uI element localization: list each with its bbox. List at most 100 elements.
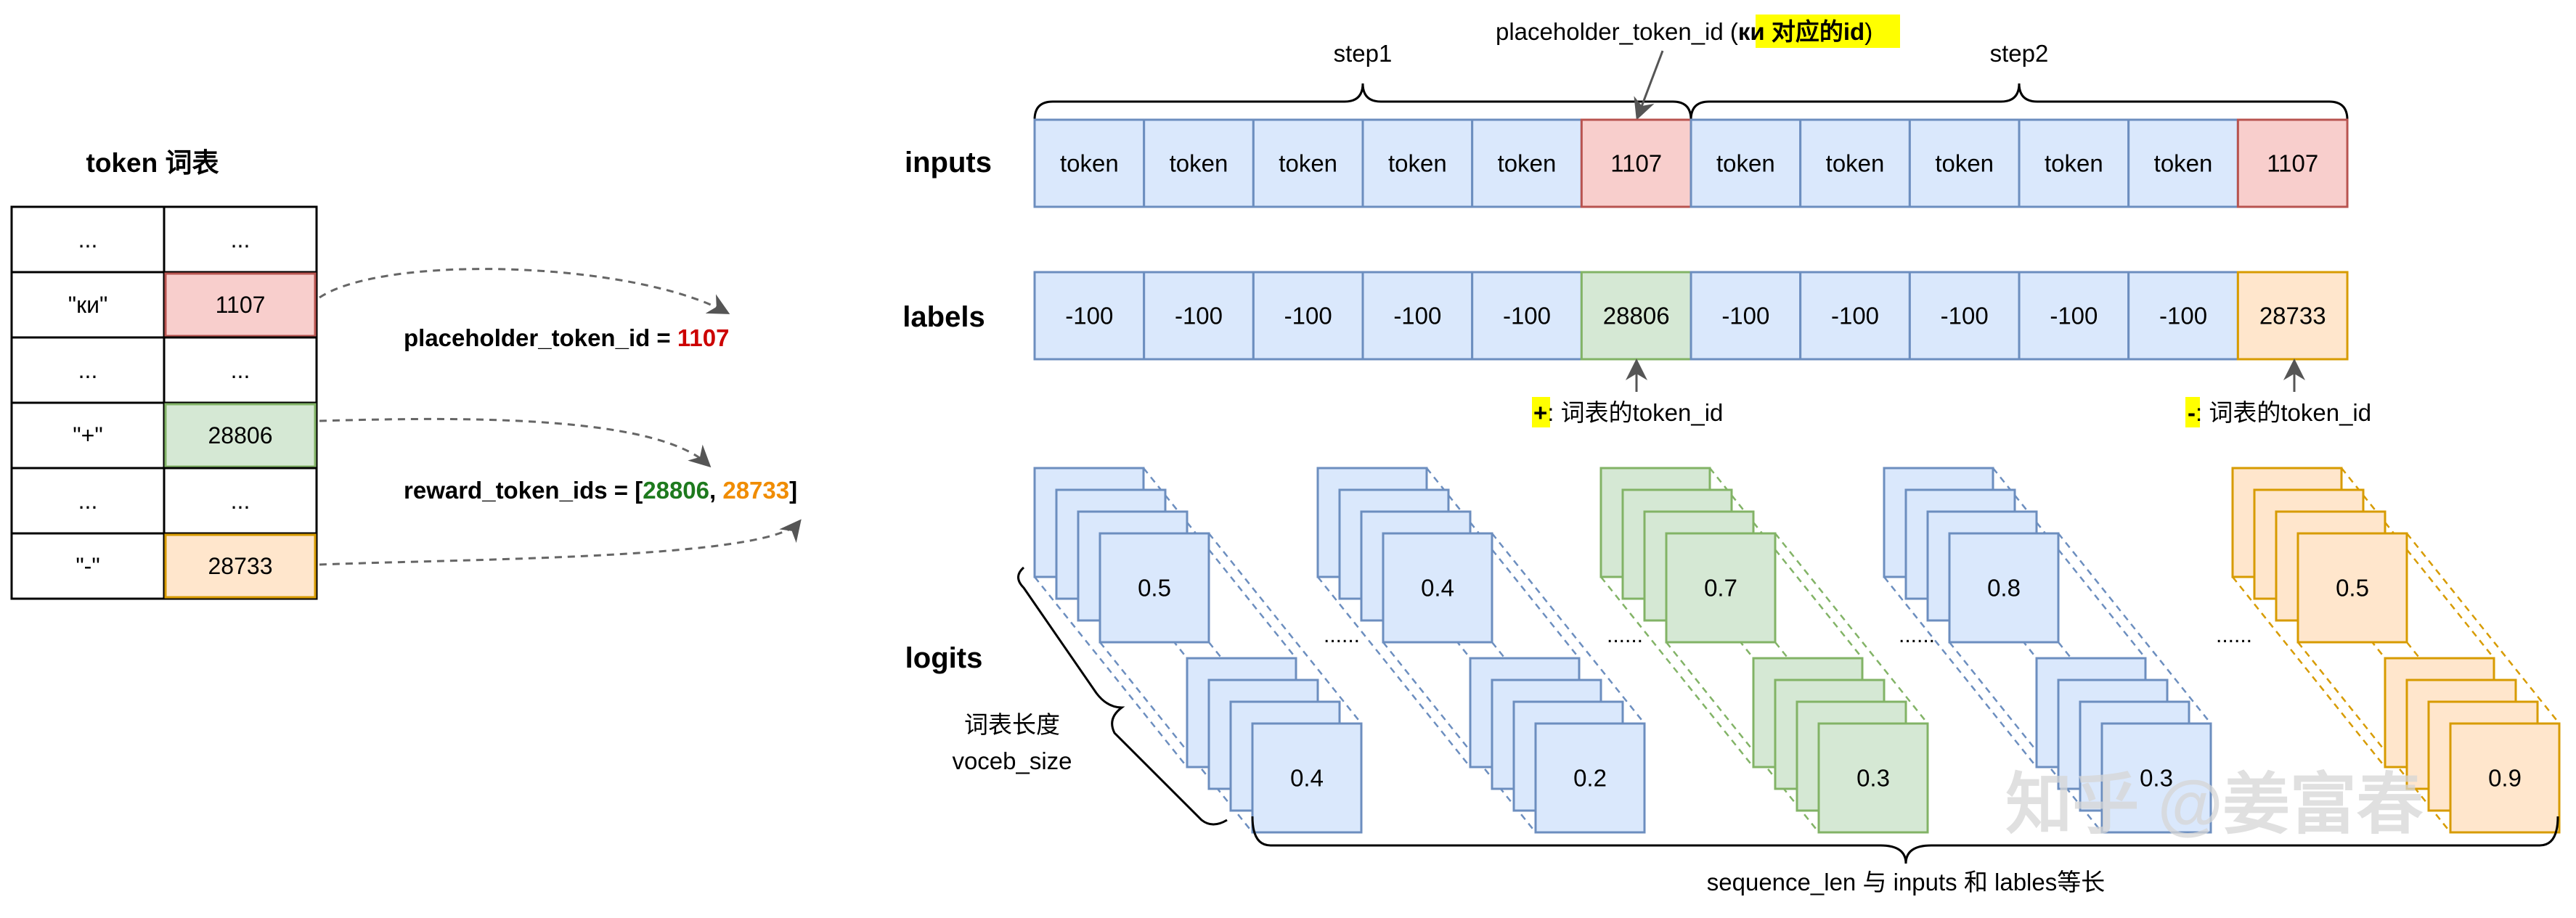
arrow-to-reward-plus [319, 417, 712, 468]
logits-connector-line [2297, 642, 2451, 833]
minus-note-text: : 词表的token_id [2196, 399, 2371, 426]
inputs-cell [1690, 118, 1802, 208]
vocab-size-brace [1017, 566, 1228, 826]
inputs-cell [1033, 118, 1146, 208]
logits-square [1665, 532, 1777, 644]
vocab-id-cell-border [164, 533, 317, 599]
reward-name: reward_token_ids [404, 477, 608, 504]
row-label-labels: labels [902, 301, 985, 333]
labels-cell [2018, 271, 2130, 361]
logits-connector-line [1774, 533, 1928, 724]
logits-stacks: 0.50.40.40.20.70.30.80.30.50.9 [1033, 467, 2561, 834]
logits-connector-line [1099, 642, 1253, 833]
vocab-table: ......"ки"1107......"+"28806......"-"287… [10, 205, 318, 600]
vocab-id-cell [163, 336, 318, 404]
ellipsis-1: ...... [1324, 623, 1360, 647]
vocab-id-cell-border [164, 272, 317, 337]
minus-note: -: 词表的token_id [2188, 399, 2371, 426]
vocab-id-cell-border [164, 403, 317, 468]
logits-connector-line [1709, 467, 1863, 659]
logits-connector-line [1034, 576, 1188, 768]
reward-value-plus: 28806 [643, 477, 709, 504]
logits-bottom-value: 0.3 [1856, 765, 1890, 792]
logits-stack: 0.70.3 [1599, 467, 1929, 834]
plus-sign-highlight [1532, 397, 1550, 427]
vocab-token-text: "ки" [68, 292, 108, 318]
logits-connector-line [1666, 642, 1819, 833]
reward-close-bracket: ] [789, 477, 797, 504]
inputs-cell-text: token [1498, 150, 1557, 177]
logits-connector-line [1600, 576, 1754, 768]
logits-connector-line [2232, 576, 2386, 768]
logits-square [1817, 722, 1929, 834]
inputs-cell-text: 1107 [2267, 150, 2318, 177]
reward-value-minus: 28733 [722, 477, 789, 504]
logits-top-value: 0.4 [1421, 575, 1454, 602]
row-label-logits: logits [905, 642, 983, 674]
labels-cell-text: -100 [1284, 303, 1332, 329]
top-note-highlight [1756, 15, 1900, 48]
placeholder-eq-sign: = [650, 324, 677, 351]
logits-square [1948, 532, 2060, 644]
top-note-prefix: placeholder_token_id ( [1496, 18, 1738, 45]
vocab-size-label-line2: voceb_size [952, 747, 1072, 774]
top-note: placeholder_token_id (ки 对应的id) [1496, 18, 1872, 45]
logits-square [1099, 532, 1210, 644]
vocab-id-text: 28733 [208, 553, 273, 579]
labels-cell-text: -100 [1831, 303, 1879, 329]
logits-connector-line [1491, 533, 1645, 724]
placeholder-name: placeholder_token_id [404, 324, 650, 351]
inputs-cell-text: token [1170, 150, 1228, 177]
step1-label: step1 [1334, 40, 1393, 67]
vocab-id-cell [163, 401, 318, 470]
vocab-id-text: 1107 [216, 292, 266, 318]
inputs-cell [1471, 118, 1583, 208]
vocab-id-text: ... [231, 357, 250, 383]
watermark: 知乎 @姜富春 [2005, 768, 2423, 842]
logits-connector-line [1426, 467, 1580, 659]
logits-top-value: 0.5 [2336, 575, 2369, 602]
step2-label: step2 [1990, 40, 2049, 67]
labels-cell-text: -100 [1065, 303, 1113, 329]
reward-equation: reward_token_ids = [28806, 28733] [404, 477, 797, 504]
labels-cell-text: -100 [1721, 303, 1769, 329]
logits-square [1251, 722, 1363, 834]
logits-connector-line [1382, 642, 1536, 833]
vocab-title: token 词表 [86, 148, 219, 178]
logits-stack: 0.80.3 [1883, 467, 2212, 834]
logits-connector-line [1208, 533, 1362, 724]
top-note-arrow [1634, 50, 1664, 120]
labels-cell [1361, 271, 1474, 361]
placeholder-value: 1107 [677, 324, 730, 351]
plus-sign: + [1533, 399, 1547, 426]
arrow-to-placeholder [319, 268, 730, 314]
inputs-cell-text: token [2045, 150, 2103, 177]
arrow-to-reward-minus [319, 519, 802, 566]
vocab-id-text: ... [231, 226, 250, 253]
labels-cell [1908, 271, 2021, 361]
vocab-token-text: "-" [76, 553, 99, 579]
row-label-inputs: inputs [905, 147, 992, 179]
labels-cell-text: -100 [2159, 303, 2207, 329]
reward-open-bracket: [ [635, 477, 643, 504]
labels-cell-text: 28733 [2259, 303, 2326, 329]
logits-connector-line [2406, 533, 2560, 724]
labels-cell [1799, 271, 1911, 361]
vocab-id-cell [163, 271, 318, 339]
labels-cell-text: -100 [1393, 303, 1441, 329]
minus-sign-highlight [2185, 397, 2200, 427]
vocab-token-text: ... [78, 357, 98, 383]
inputs-cell [1799, 118, 1911, 208]
vocab-id-cell [163, 205, 318, 274]
labels-cell-text: 28806 [1603, 303, 1670, 329]
vocab-size-label-line1: 词表长度 [964, 711, 1060, 738]
plus-note-text: : 词表的token_id [1547, 399, 1723, 426]
labels-cell [2127, 271, 2239, 361]
inputs-cell-text: 1107 [1610, 150, 1662, 177]
vocab-id-text: ... [231, 488, 250, 514]
inputs-cell-text: token [1935, 150, 1994, 177]
minus-sign: - [2188, 399, 2196, 426]
logits-connector-line [1992, 467, 2146, 659]
sequence-label: sequence_len 与 inputs 和 lables等长 [1707, 869, 2105, 896]
